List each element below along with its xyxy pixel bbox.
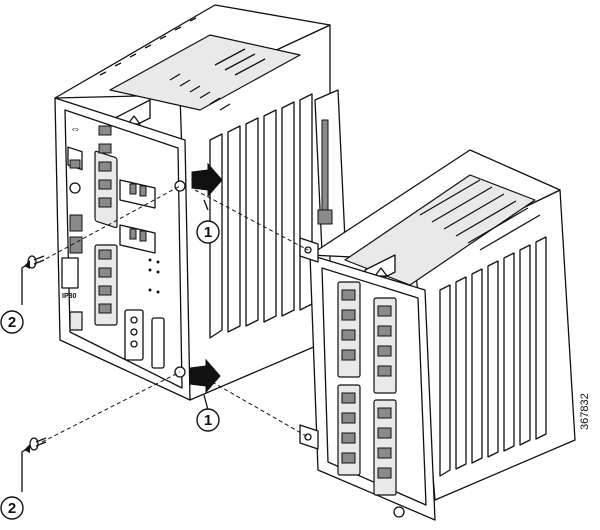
- alarm-connector: [69, 311, 83, 331]
- callout-1-lower-label: 1: [204, 412, 212, 429]
- arrow-leader-lower: [203, 394, 209, 411]
- main-switch-unit: ⇔ IP30: [54, 4, 346, 401]
- callout-1-lower: 1: [196, 408, 220, 432]
- callout-2-lower-label: 2: [8, 500, 16, 517]
- figure-id: 367832: [579, 393, 591, 430]
- sticker-label: IP30: [62, 293, 77, 300]
- lower-rj45-ports: [94, 244, 118, 326]
- callout-2-lower: 2: [0, 496, 24, 520]
- screw-lower: [29, 437, 47, 451]
- terminal-block: [124, 309, 165, 369]
- callout-2-upper: 2: [0, 310, 24, 334]
- module-side-fins: [439, 236, 547, 477]
- mount-hole-upper: [174, 180, 186, 192]
- alignment-guides: [39, 185, 309, 443]
- arrow-leader-upper: [203, 199, 209, 211]
- expansion-module: [299, 149, 576, 521]
- screw-leader-lower: [21, 444, 30, 492]
- callout-2-upper-label: 2: [8, 314, 16, 331]
- power-connectors: [119, 179, 156, 254]
- svg-text:⇔: ⇔: [70, 123, 81, 135]
- module-mounting-studs: [299, 237, 319, 450]
- insertion-arrow-upper: [191, 162, 223, 198]
- console-usb-ports: ⇔: [67, 123, 83, 194]
- status-leds: [148, 258, 160, 294]
- din-rail-bracket: [314, 89, 346, 253]
- ip30-sticker: IP30: [61, 257, 79, 300]
- screw-upper: [27, 255, 45, 269]
- upper-rj45-ports: [94, 125, 118, 229]
- module-rj45-ports-left: [337, 281, 361, 476]
- callout-1-upper: 1: [196, 220, 220, 244]
- module-bottom-screw: [393, 506, 405, 518]
- top-vents: [99, 17, 197, 76]
- screw-leader-upper: [21, 260, 30, 305]
- module-top-fins: [419, 179, 541, 251]
- insertion-arrow-lower: [189, 358, 221, 394]
- module-rj45-ports-right: [373, 297, 397, 496]
- callout-1-upper-label: 1: [204, 224, 212, 241]
- top-heatsink-ribs: [169, 48, 266, 111]
